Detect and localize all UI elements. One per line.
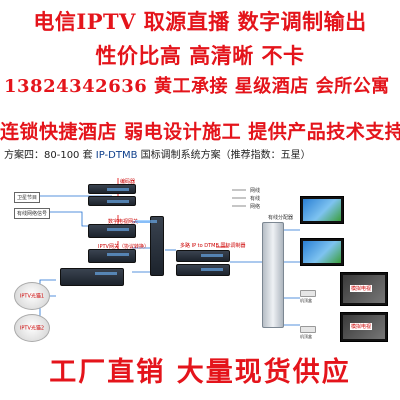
set-top-box-label-2: 机顶盒 (300, 334, 312, 339)
cable-distributor (262, 222, 284, 328)
set-top-box-label-1: 机顶盒 (300, 298, 312, 303)
footer-slogan: 工厂直销 大量现货供应 (49, 357, 351, 388)
iptv-gateway-device (88, 249, 136, 263)
tv-screen-2 (300, 238, 344, 266)
dtmb-modulator (176, 250, 230, 262)
device-label-distributor: 有线分配器 (268, 215, 294, 221)
device-label-modulator: 多路 IP to DTMB 国标调制器 (180, 243, 246, 249)
tv-screen-1 (300, 196, 344, 224)
network-switch (135, 216, 164, 276)
device-label-encoder: 编码器 (120, 179, 136, 185)
headline-iptv: 电信IPTV 取源直播 数字调制输出 (33, 9, 367, 34)
iptv-modem-label-2: IPTV光猫2 (19, 325, 45, 332)
source-cable: 有线网络信号 (14, 208, 51, 219)
headline-contact: 13824342636 黄工承接 星级酒店 会所公寓 (4, 76, 390, 97)
source-satellite: 卫星节目 (14, 192, 41, 203)
legend-cable: 有线 (250, 196, 261, 202)
headline-services: 连锁快捷酒店 弱电设计施工 提供产品技术支持 (0, 121, 400, 143)
iptv-gateway-device-2 (60, 268, 124, 286)
scheme-suffix: 国标调制系统方案（推荐指数：五星） (137, 150, 311, 161)
encoder-device-2 (88, 196, 136, 206)
set-top-box-1 (300, 290, 316, 297)
set-top-box-2 (300, 326, 316, 333)
device-label-gateway: 数字电视网关 (108, 219, 139, 225)
dtmb-modulator-2 (176, 264, 230, 276)
legend-ethernet: 网线 (250, 188, 261, 194)
iptv-modem-cloud-2: IPTV光猫2 (14, 314, 50, 342)
tv-gateway-device (88, 224, 136, 238)
iptv-modem-label-1: IPTV光猫1 (19, 293, 45, 300)
legend-network: 网络 (250, 204, 261, 210)
analog-tv-label-1: 模拟电视 (350, 285, 373, 292)
analog-tv-label-2: 模拟电视 (350, 323, 373, 330)
device-label-iptv-gateway: IPTV网关（协议转换） (98, 244, 149, 250)
encoder-device (88, 184, 136, 194)
scheme-prefix: 方案四：80-100 套 (4, 150, 96, 161)
scheme-highlight: IP-DTMB (95, 150, 138, 161)
iptv-modem-cloud-1: IPTV光猫1 (14, 282, 50, 310)
scheme-title: 方案四：80-100 套 IP-DTMB 国标调制系统方案（推荐指数：五星） (4, 146, 311, 161)
headline-value: 性价比高 高清晰 不卡 (95, 43, 305, 68)
